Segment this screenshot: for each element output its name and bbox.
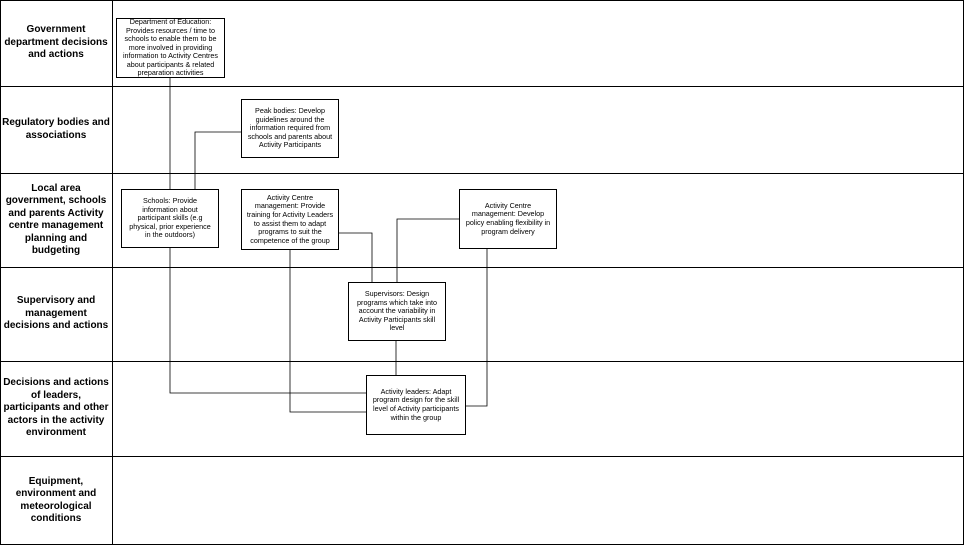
lane-divider [0, 173, 964, 174]
connector-schools-leaders [169, 248, 366, 394]
lane-divider [0, 86, 964, 87]
lane-divider [0, 361, 964, 362]
lane-label-leaders: Decisions and actions of leaders, partic… [3, 377, 109, 439]
lane-label-equipment: Equipment, environment and meteorologica… [15, 475, 97, 525]
connector-policy-leaders [466, 249, 488, 407]
node-supervisors: Supervisors: Design programs which take … [348, 282, 446, 341]
connector-peak-schools [194, 131, 241, 189]
node-schools: Schools: Provide information about parti… [121, 189, 219, 248]
lane-divider [0, 267, 964, 268]
lane-label-regulatory: Regulatory bodies and associations [2, 117, 110, 141]
lane-divider [0, 456, 964, 457]
node-supervisors-text: Supervisors: Design programs which take … [357, 289, 437, 333]
lane-label-government: Government department decisions and acti… [4, 24, 108, 61]
node-peak-bodies: Peak bodies: Develop guidelines around t… [241, 99, 339, 158]
node-peak-bodies-text: Peak bodies: Develop guidelines around t… [247, 106, 333, 150]
node-department-of-education: Department of Education: Provides resour… [116, 16, 225, 78]
connector-training-leaders [289, 250, 366, 413]
node-activity-centre-training-text: Activity Centre management: Provide trai… [246, 192, 334, 245]
label-column-divider [112, 0, 113, 545]
node-schools-text: Schools: Provide information about parti… [129, 196, 211, 240]
node-activity-centre-policy: Activity Centre management: Develop poli… [459, 189, 557, 249]
node-activity-leaders: Activity leaders: Adapt program design f… [366, 375, 466, 435]
connector-policy-supervisors [396, 218, 459, 282]
node-activity-leaders-text: Activity leaders: Adapt program design f… [372, 386, 460, 422]
lane-label-local-area: Local area government, schools and paren… [5, 182, 107, 257]
node-activity-centre-training: Activity Centre management: Provide trai… [241, 189, 339, 250]
node-activity-centre-policy-text: Activity Centre management: Develop poli… [465, 200, 551, 236]
lane-label-supervisory: Supervisory and management decisions and… [3, 295, 109, 332]
connector-training-supervisors [338, 232, 373, 282]
node-department-of-education-text: Department of Education: Provides resour… [122, 16, 219, 78]
